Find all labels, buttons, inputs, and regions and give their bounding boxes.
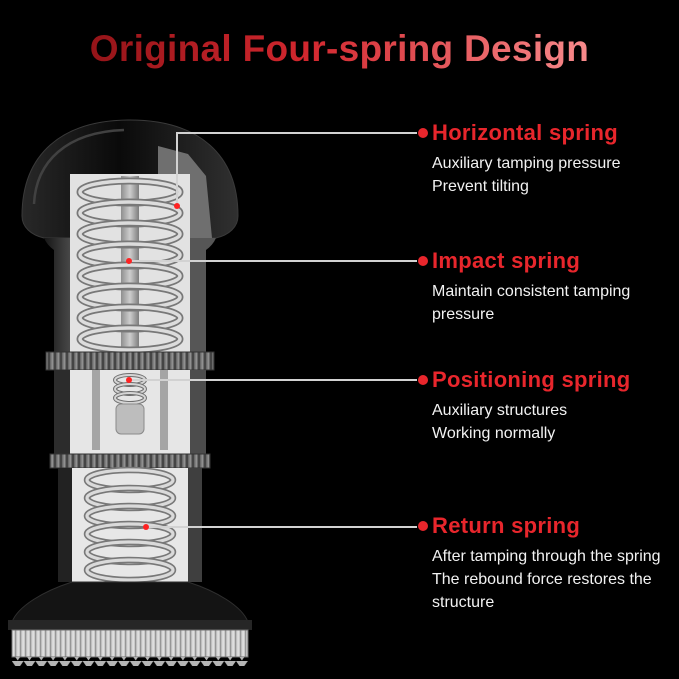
tamper-cross-section-diagram — [8, 119, 252, 666]
annotation-impact-spring: Impact spring Maintain consistent tampin… — [418, 248, 679, 326]
middle-left-wall — [54, 370, 70, 454]
knurled-collar-top — [45, 351, 215, 371]
guide-rod-left — [92, 370, 100, 450]
connector-line-horizontal-spring — [177, 132, 417, 134]
base-plate — [11, 629, 249, 658]
lower-right-wall — [188, 468, 202, 582]
annotation-horizontal-spring: Horizontal spring Auxiliary tamping pres… — [418, 120, 679, 198]
device-marker-horizontal-spring — [174, 203, 180, 209]
connector-line-positioning-spring — [129, 379, 417, 381]
base-lip — [8, 620, 252, 630]
middle-right-wall — [190, 370, 206, 454]
knob-highlight — [32, 128, 125, 205]
knurled-collar-bottom — [49, 453, 211, 469]
device-marker-positioning-spring — [126, 377, 132, 383]
serrated-edge — [12, 657, 248, 666]
marker-dot — [418, 256, 428, 266]
upper-right-wall — [190, 238, 216, 352]
marker-dot — [418, 521, 428, 531]
marker-dot — [418, 128, 428, 138]
connector-line-impact-spring — [129, 260, 417, 262]
device-marker-impact-spring — [126, 258, 132, 264]
annotation-positioning-spring: Positioning spring Auxiliary structures … — [418, 367, 679, 445]
annotation-description: Auxiliary structures Working normally — [432, 402, 568, 442]
lower-left-wall — [58, 468, 72, 582]
marker-dot — [418, 375, 428, 385]
annotation-heading: Positioning spring — [432, 367, 631, 392]
annotation-heading: Impact spring — [432, 248, 581, 273]
impact-spring-coils — [80, 181, 180, 350]
positioning-piston — [115, 403, 145, 435]
annotation-description: After tamping through the spring The reb… — [432, 548, 661, 611]
annotation-description: Auxiliary tamping pressure Prevent tilti… — [432, 155, 621, 195]
annotation-heading: Horizontal spring — [432, 120, 618, 145]
base-skirt — [11, 581, 249, 623]
upper-left-wall — [44, 238, 70, 352]
connector-drop-horizontal-spring — [176, 132, 178, 206]
guide-rod-right — [160, 370, 168, 450]
annotation-heading: Return spring — [432, 513, 581, 538]
connector-line-return-spring — [146, 526, 417, 528]
annotation-description: Maintain consistent tamping pressure — [432, 283, 631, 323]
device-marker-return-spring — [143, 524, 149, 530]
return-spring-coils — [87, 470, 173, 580]
page-title: Original Four-spring Design — [0, 28, 679, 70]
annotation-return-spring: Return spring After tamping through the … — [418, 513, 679, 614]
